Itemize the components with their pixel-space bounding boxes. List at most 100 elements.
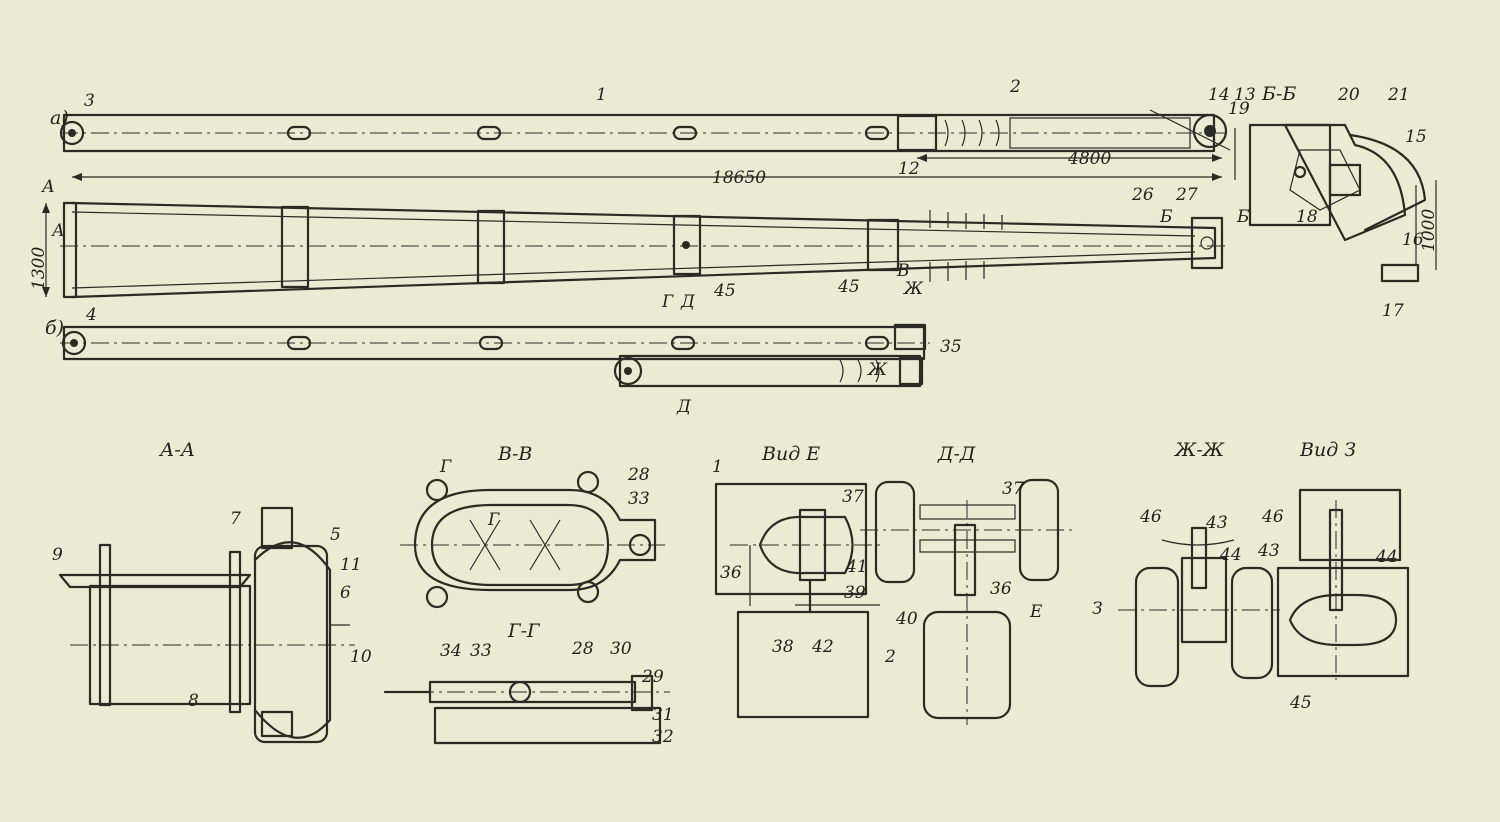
cut-g-d: Г (661, 292, 674, 312)
part-3: 3 (84, 91, 95, 111)
part-19: 19 (1228, 99, 1250, 119)
part-18: 18 (1296, 207, 1318, 227)
part-45-mid: 45 (713, 281, 736, 301)
cut-v: В (896, 261, 910, 281)
part-36-e: 36 (720, 563, 742, 583)
boom-view-b (60, 323, 930, 388)
part-31: 31 (652, 705, 674, 725)
part-1: 1 (596, 85, 607, 105)
boom-side-view (59, 109, 1236, 180)
section-zh-zh (1118, 526, 1280, 688)
dim-4800: 4800 (1067, 149, 1111, 169)
dim-1000: 1000 (1419, 209, 1439, 252)
part-40: 40 (895, 609, 918, 629)
cut-z: З (1092, 599, 1103, 619)
dimension-values: 18650 4800 1300 1000 (29, 149, 1439, 290)
view-b-label: б) (45, 317, 64, 339)
part-39: 39 (844, 583, 866, 603)
dimension-4800 (917, 154, 1222, 162)
dimension-18650 (72, 173, 1222, 181)
section-gg-title: Г-Г (507, 620, 541, 642)
part-43-z: 43 (1257, 541, 1280, 561)
cut-zh-top: Ж (903, 279, 924, 299)
part-46-z: 46 (1261, 507, 1284, 527)
part-7: 7 (230, 509, 241, 529)
part-20: 20 (1337, 85, 1360, 105)
part-41: 41 (845, 557, 868, 577)
part-42: 42 (811, 637, 834, 657)
part-16: 16 (1402, 230, 1424, 250)
part-33-gg: 33 (470, 641, 492, 661)
section-b-b (1248, 123, 1437, 283)
section-a-a (58, 506, 355, 744)
cut-d-top: Д (680, 292, 696, 312)
dim-18650: 18650 (712, 168, 766, 188)
part-43-zh: 43 (1205, 513, 1228, 533)
view-a-label: а) (50, 107, 69, 129)
part-28-vv: 28 (627, 465, 650, 485)
part-11: 11 (340, 555, 362, 575)
part-12: 12 (898, 159, 920, 179)
part-1-e: 1 (712, 457, 723, 477)
part-4: 4 (85, 305, 97, 325)
part-10: 10 (350, 647, 372, 667)
section-zhzh-title: Ж-Ж (1173, 439, 1225, 461)
part-17: 17 (1382, 301, 1404, 321)
boom-plan-view (42, 201, 1225, 299)
cut-a-side: А (51, 221, 65, 241)
cut-markers: А А Б Б В Ж Г Д Д Ж Г Г Е З (41, 177, 1250, 622)
cut-zh-mid: Ж (867, 360, 888, 380)
section-dd-title: Д-Д (937, 443, 976, 465)
part-45-bottom: 45 (1289, 693, 1312, 713)
view-e (714, 482, 880, 719)
part-6: 6 (340, 583, 351, 603)
view-z-title: Вид З (1299, 439, 1356, 461)
section-d-d (860, 478, 1075, 725)
part-30: 30 (610, 639, 632, 659)
part-28-gg: 28 (571, 639, 594, 659)
view-e-title: Вид Е (761, 443, 820, 465)
part-29: 29 (641, 667, 664, 687)
cut-g-inner: Г (487, 510, 500, 530)
part-35: 35 (940, 337, 962, 357)
part-32: 32 (652, 727, 674, 747)
part-44-z: 44 (1375, 547, 1398, 567)
part-8: 8 (188, 691, 199, 711)
part-2: 2 (1009, 77, 1021, 97)
part-45-right: 45 (837, 277, 860, 297)
part-37-d: 37 (1002, 479, 1024, 499)
cut-g-vv: Г (439, 457, 452, 477)
section-vv-title: В-В (497, 443, 532, 465)
part-13: 13 (1234, 85, 1256, 105)
view-z (1276, 488, 1410, 680)
part-44-zh: 44 (1219, 545, 1242, 565)
part-34: 34 (440, 641, 462, 661)
cut-d-bottom: Д (676, 397, 692, 417)
part-15: 15 (1405, 127, 1427, 147)
part-5: 5 (330, 525, 341, 545)
part-26: 26 (1131, 185, 1154, 205)
part-36-d: 36 (990, 579, 1012, 599)
part-46-zh: 46 (1139, 507, 1162, 527)
part-numbers: 1 2 3 4 12 13 14 19 20 21 15 18 16 17 26… (52, 77, 1427, 747)
section-v-v (400, 470, 665, 609)
part-9: 9 (52, 545, 63, 565)
part-2-e: 2 (884, 647, 896, 667)
view-titles: а) б) А-А Б-Б В-В Г-Г Д-Д Ж-Ж Вид Е Вид … (45, 83, 1356, 642)
part-27: 27 (1175, 185, 1198, 205)
cut-b-right: Б (1236, 207, 1250, 227)
part-38: 38 (772, 637, 794, 657)
dim-1300: 1300 (29, 247, 49, 290)
part-14: 14 (1208, 85, 1230, 105)
part-33-vv: 33 (628, 489, 650, 509)
section-bb-title: Б-Б (1261, 83, 1296, 105)
cut-b-left: Б (1159, 207, 1173, 227)
part-37-e: 37 (842, 487, 864, 507)
part-21: 21 (1387, 85, 1410, 105)
cut-a-top: А (41, 177, 55, 197)
section-aa-title: А-А (158, 439, 195, 461)
section-g-g (383, 674, 670, 745)
cut-e: Е (1029, 602, 1043, 622)
